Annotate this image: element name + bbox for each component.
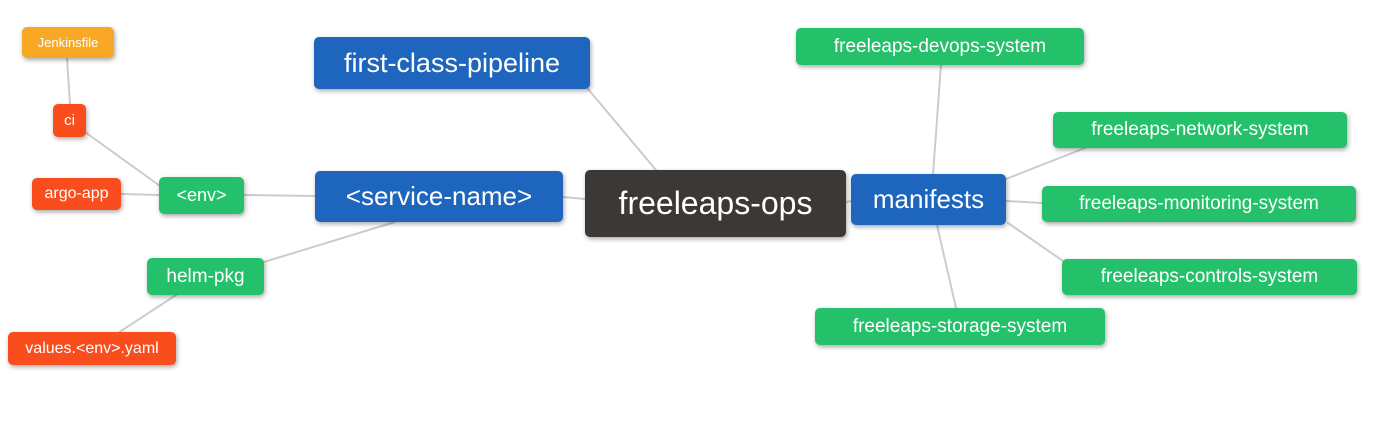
node-label: freeleaps-ops [618, 185, 813, 221]
node-env[interactable]: <env> [159, 177, 244, 214]
node-devops-system[interactable]: freeleaps-devops-system [796, 28, 1084, 65]
edge-helm-pkg-to-values-env-yaml [117, 294, 177, 334]
edge-manifests-to-controls-system [1007, 222, 1064, 262]
node-label: argo-app [44, 185, 109, 202]
edge-manifests-to-devops-system [932, 64, 942, 175]
node-freeleaps-ops[interactable]: freeleaps-ops [585, 170, 846, 237]
edge-first-class-pipeline-to-freeleaps-ops [587, 88, 657, 171]
node-values-env-yaml[interactable]: values.<env>.yaml [8, 332, 176, 365]
node-manifests[interactable]: manifests [851, 174, 1006, 225]
node-label: manifests [872, 184, 985, 214]
edge-argo-app-to-env [120, 193, 160, 196]
node-helm-pkg[interactable]: helm-pkg [147, 258, 264, 295]
node-ci[interactable]: ci [53, 104, 86, 137]
node-label: values.<env>.yaml [25, 339, 159, 357]
edge-manifests-to-storage-system [936, 224, 957, 309]
node-service-name[interactable]: <service-name> [315, 171, 563, 222]
node-label: first-class-pipeline [343, 47, 561, 78]
node-first-class-pipeline[interactable]: first-class-pipeline [314, 37, 590, 89]
node-label: <service-name> [345, 181, 533, 211]
node-label: freeleaps-storage-system [852, 315, 1068, 337]
edge-env-to-service-name [243, 194, 316, 197]
node-label: ci [64, 112, 75, 129]
node-jenkinsfile[interactable]: Jenkinsfile [22, 27, 114, 58]
node-label: freeleaps-controls-system [1100, 266, 1319, 287]
node-label: freeleaps-monitoring-system [1079, 193, 1319, 214]
node-label: freeleaps-devops-system [833, 35, 1047, 57]
edge-manifests-to-monitoring-system [1005, 200, 1043, 204]
node-label: <env> [176, 185, 227, 205]
edge-manifests-to-network-system [1005, 147, 1086, 180]
node-label: freeleaps-network-system [1091, 119, 1309, 140]
edge-service-name-to-helm-pkg [263, 221, 396, 263]
node-label: helm-pkg [166, 265, 245, 287]
node-controls-system[interactable]: freeleaps-controls-system [1062, 259, 1357, 295]
node-storage-system[interactable]: freeleaps-storage-system [815, 308, 1105, 345]
node-network-system[interactable]: freeleaps-network-system [1053, 112, 1347, 148]
node-argo-app[interactable]: argo-app [32, 178, 121, 210]
node-label: Jenkinsfile [37, 35, 99, 50]
node-monitoring-system[interactable]: freeleaps-monitoring-system [1042, 186, 1356, 222]
edge-service-name-to-freeleaps-ops [562, 196, 586, 200]
edge-jenkinsfile-to-ci [66, 57, 71, 105]
